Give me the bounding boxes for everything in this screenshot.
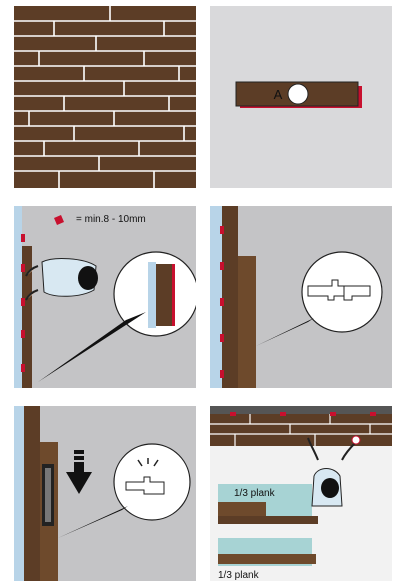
down-arrow-icon <box>66 450 92 494</box>
panel-spacers: = min.8 - 10mm <box>14 206 196 388</box>
spacer-illustration <box>14 206 196 388</box>
spacer-icon <box>54 215 64 225</box>
plank-label-bottom: 1/3 plank <box>218 570 259 581</box>
panel-plank-a: A <box>210 6 392 188</box>
spacer-note: = min.8 - 10mm <box>76 214 146 225</box>
tapping-illustration <box>14 406 196 581</box>
panel-tapping <box>14 406 196 581</box>
locking-illustration <box>210 206 392 388</box>
plank-letter: A <box>266 87 290 102</box>
plank-label-circle <box>288 84 308 104</box>
plank-illustration <box>210 6 392 188</box>
plank-label-top: 1/3 plank <box>234 488 275 499</box>
panel-floor-pattern <box>14 6 196 188</box>
panel-locking <box>210 206 392 388</box>
floor-pattern-illustration <box>14 6 196 188</box>
panel-stagger: 1/3 plank 1/3 plank <box>210 406 392 581</box>
